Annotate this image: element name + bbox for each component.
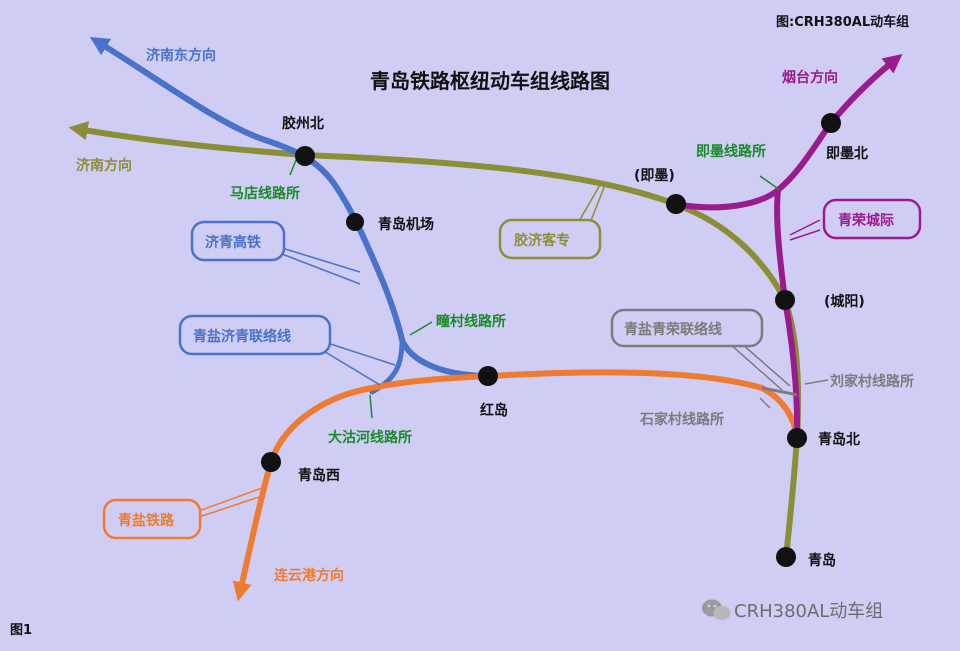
map-title: 青岛铁路枢纽动车组线路图	[370, 69, 610, 93]
callout-text-qingyan-jinan-link: 青盐济青联络线	[193, 328, 291, 345]
station-dot-qingdao[interactable]	[776, 547, 796, 567]
direction-jinan: 济南方向	[76, 157, 132, 174]
callout-box-qingyan-jinan-link	[178, 314, 332, 356]
station-dot-jimo-north[interactable]	[821, 113, 841, 133]
direction-jinan-east: 济南东方向	[146, 47, 216, 64]
callout-box-jiaoji-pdl	[498, 218, 602, 260]
callout-text-qingrong-intercity: 青荣城际	[838, 212, 894, 229]
callout-box-jinan-qingdao-hsr	[190, 220, 286, 262]
line-qingrong-intercity	[672, 54, 903, 211]
junction-label-tongcun: 疃村线路所	[436, 313, 506, 330]
station-dot-qingdao-north[interactable]	[787, 428, 807, 448]
junction-label-liujiacun: 刘家村线路所	[830, 373, 914, 390]
direction-lianyungang: 连云港方向	[274, 567, 344, 584]
line-jinan-qingdao-hsr	[89, 36, 491, 379]
station-label-qingdao-west: 青岛西	[298, 467, 340, 484]
station-dot-qingdao-west[interactable]	[261, 452, 281, 472]
callout-text-qingyan-railway: 青盐铁路	[118, 512, 175, 529]
callout-box-qingyan-qingrong-link	[610, 308, 764, 348]
junction-label-jimo: 即墨线路所	[696, 143, 766, 160]
callout-box-qingrong-intercity	[822, 198, 922, 240]
line-qingyan-qingrong-link	[761, 386, 798, 397]
station-dots	[261, 113, 841, 567]
callout-text-jiaoji-pdl: 胶济客专	[514, 232, 570, 249]
junction-label-dagu-river: 大沽河线路所	[328, 429, 412, 446]
callout-text-qingyan-qingrong-link: 青盐青荣联络线	[624, 321, 722, 338]
station-label-qingdao-north: 青岛北	[818, 431, 860, 448]
station-dot-airport[interactable]	[346, 213, 364, 231]
station-label-airport: 青岛机场	[378, 216, 434, 233]
station-label-chengyang: (城阳)	[824, 293, 865, 310]
watermark-text: CRH380AL动车组	[734, 601, 883, 622]
direction-yantai: 烟台方向	[782, 69, 838, 86]
callout-box-qingyan-railway	[102, 498, 202, 540]
wechat-icon	[702, 599, 731, 620]
callout-text-jinan-qingdao-hsr: 济青高铁	[205, 234, 261, 251]
line-qingyan-railway	[232, 369, 800, 602]
station-dot-jiaozhou-north[interactable]	[295, 146, 315, 166]
corner-label: 图:CRH380AL动车组	[776, 14, 909, 30]
station-dot-chengyang[interactable]	[775, 290, 795, 310]
station-label-qingdao: 青岛	[808, 552, 836, 569]
station-dot-jimo[interactable]	[666, 194, 686, 214]
station-dot-hongdao[interactable]	[478, 366, 498, 386]
figure-label: 图1	[10, 623, 32, 638]
junction-label-madian: 马店线路所	[230, 185, 300, 202]
station-label-jiaozhou-north: 胶州北	[282, 115, 324, 132]
station-label-hongdao: 红岛	[480, 402, 508, 419]
station-label-jimo: (即墨)	[634, 168, 675, 184]
junction-label-shijiacun: 石家村线路所	[639, 411, 724, 428]
station-label-jimo-north: 即墨北	[826, 146, 868, 162]
